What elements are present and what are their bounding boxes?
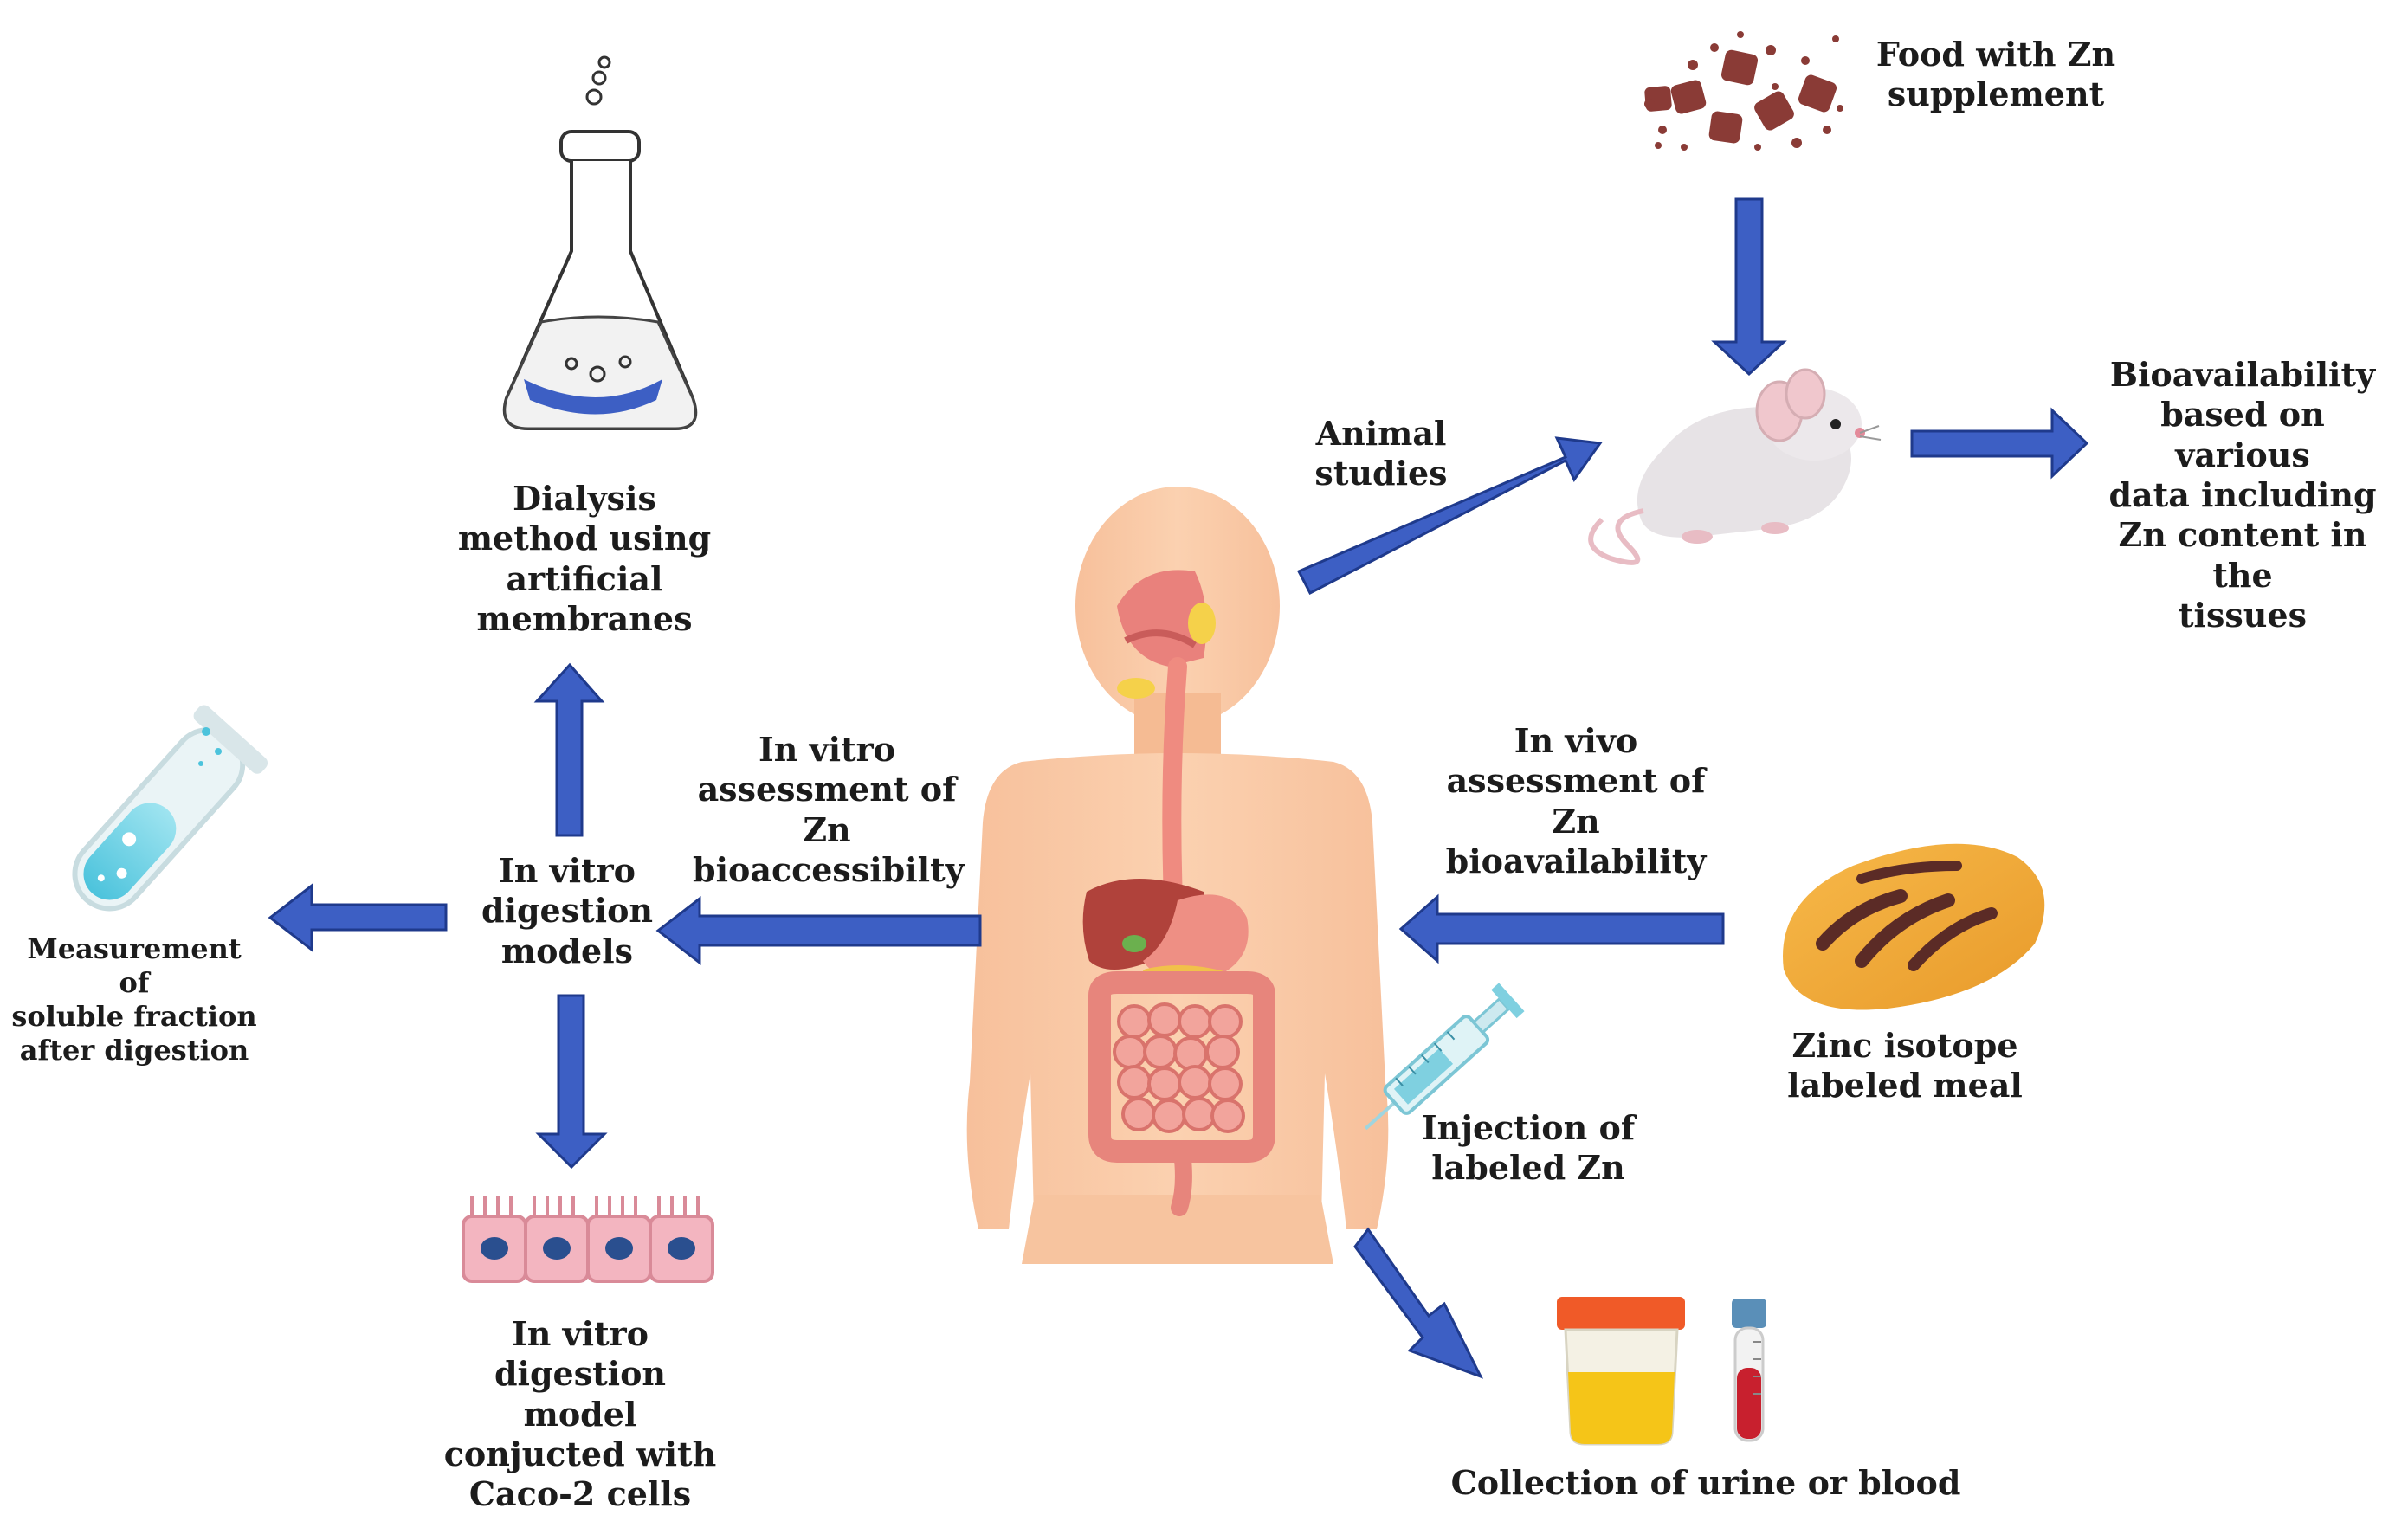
label-dialysis: Dialysis method using artificial membran… [457, 479, 712, 639]
label-in-vivo-assessment: In vivo assessment of Zn bioavailability [1445, 721, 1707, 881]
label-in-vitro-models: In vitro digestion models [481, 851, 654, 970]
human-digestive-system-icon [966, 487, 1389, 1264]
blood-tube-icon [1732, 1299, 1766, 1442]
mouse-icon [1588, 368, 1882, 565]
arrows [268, 197, 2089, 1379]
test-tube-icon [72, 705, 268, 912]
label-animal-studies: Animal studies [1314, 414, 1448, 493]
arrow-mouse-to-bioavailability [1910, 407, 2089, 480]
arrow-meal-to-body [1398, 893, 1725, 964]
erlenmeyer-flask-icon [502, 55, 698, 430]
label-caco2: In vitro digestion model conjucted with … [443, 1314, 717, 1514]
caco2-cells-icon [462, 1196, 714, 1283]
label-collection: Collection of urine or blood [1450, 1463, 1961, 1502]
label-zinc-isotope: Zinc isotope labeled meal [1787, 1026, 2023, 1106]
food-pellets-icon [1644, 31, 1843, 151]
arrow-food-to-mouse [1711, 197, 1787, 377]
arrow-body-to-in-vitro [655, 895, 982, 966]
label-food-zn: Food with Zn supplement [1875, 35, 2116, 114]
bread-loaf-icon [1783, 843, 2045, 1010]
label-injection: Injection of labeled Zn [1421, 1108, 1636, 1188]
label-in-vitro-assessment: In vitro assessment of Zn bioaccessibilt… [693, 730, 965, 890]
arrow-in-vitro-to-caco2 [535, 994, 608, 1170]
arrow-body-to-mouse [1296, 436, 1603, 596]
urine-cup-icon [1557, 1297, 1685, 1446]
arrow-body-to-collection [1353, 1227, 1484, 1379]
syringe-icon [1364, 983, 1525, 1131]
arrow-in-vitro-to-dialysis [533, 662, 605, 837]
label-bioavailability-tissues: Bioavailability based on various data in… [2108, 355, 2377, 635]
label-soluble-fraction: Measurement of soluble fraction after di… [11, 932, 257, 1067]
arrow-in-vitro-to-soluble [268, 882, 448, 953]
